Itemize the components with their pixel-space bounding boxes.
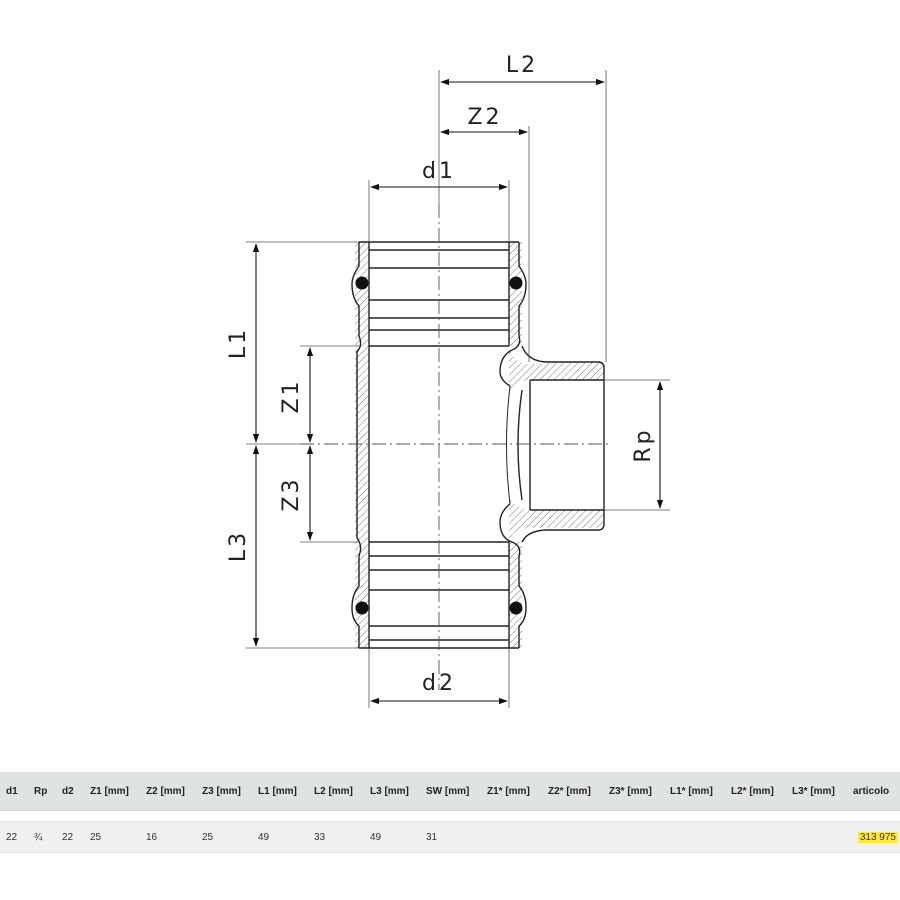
table-header-row: d1 Rp d2 Z1 [mm] Z2 [mm] Z3 [mm] L1 [mm]…	[0, 772, 900, 811]
dimension-labels: L2 Z2 d1 d2 L1 L3 Z1 Z3 Rp	[226, 53, 656, 696]
header-z1-star: Z1* [mm]	[481, 772, 542, 811]
label-l3: L3	[226, 530, 251, 562]
header-z2-star: Z2* [mm]	[542, 772, 603, 811]
o-rings	[355, 276, 523, 615]
cell-articolo: 313 975	[847, 821, 900, 853]
header-l2-star: L2* [mm]	[725, 772, 786, 811]
article-number[interactable]: 313 975	[857, 831, 898, 843]
header-d2: d2	[56, 772, 84, 811]
label-z1: Z1	[279, 378, 304, 413]
label-l2: L2	[506, 53, 538, 78]
cell-z3-star	[603, 821, 664, 853]
header-l3: L3 [mm]	[364, 772, 420, 811]
header-sw: SW [mm]	[420, 772, 481, 811]
label-l1: L1	[226, 327, 251, 359]
header-l2: L2 [mm]	[308, 772, 364, 811]
table-spacer	[0, 810, 900, 822]
cell-l1-star	[664, 821, 725, 853]
tee-fitting-drawing: L2 Z2 d1 d2 L1 L3 Z1 Z3 Rp	[226, 53, 670, 708]
header-l1-star: L1* [mm]	[664, 772, 725, 811]
cell-rp: ¾	[28, 821, 56, 853]
cell-l3-star	[786, 821, 847, 853]
header-d1: d1	[0, 772, 28, 811]
cell-sw: 31	[420, 821, 481, 853]
cell-d1: 22	[0, 821, 28, 853]
header-l3-star: L3* [mm]	[786, 772, 847, 811]
cell-l2: 33	[308, 821, 364, 853]
cell-z1: 25	[84, 821, 140, 853]
cell-l1: 49	[252, 821, 308, 853]
header-articolo: articolo	[847, 772, 900, 811]
header-z2: Z2 [mm]	[140, 772, 196, 811]
cell-d2: 22	[56, 821, 84, 853]
label-z2: Z2	[467, 105, 502, 130]
label-d1: d1	[422, 159, 456, 184]
label-rp: Rp	[631, 427, 656, 462]
cell-z3: 25	[196, 821, 252, 853]
cell-z2: 16	[140, 821, 196, 853]
header-z1: Z1 [mm]	[84, 772, 140, 811]
fitting-body	[351, 241, 605, 649]
cell-z1-star	[481, 821, 542, 853]
extension-lines	[246, 70, 670, 708]
cell-l3: 49	[364, 821, 420, 853]
header-z3: Z3 [mm]	[196, 772, 252, 811]
header-l1: L1 [mm]	[252, 772, 308, 811]
dimension-lines	[252, 78, 664, 705]
label-z3: Z3	[279, 476, 304, 511]
cell-l2-star	[725, 821, 786, 853]
header-z3-star: Z3* [mm]	[603, 772, 664, 811]
label-d2: d2	[422, 671, 456, 696]
table-row: 22 ¾ 22 25 16 25 49 33 49 31 313 975	[0, 821, 900, 853]
header-rp: Rp	[28, 772, 56, 811]
center-lines	[300, 204, 610, 690]
cell-z2-star	[542, 821, 603, 853]
specification-table: d1 Rp d2 Z1 [mm] Z2 [mm] Z3 [mm] L1 [mm]…	[0, 772, 900, 853]
